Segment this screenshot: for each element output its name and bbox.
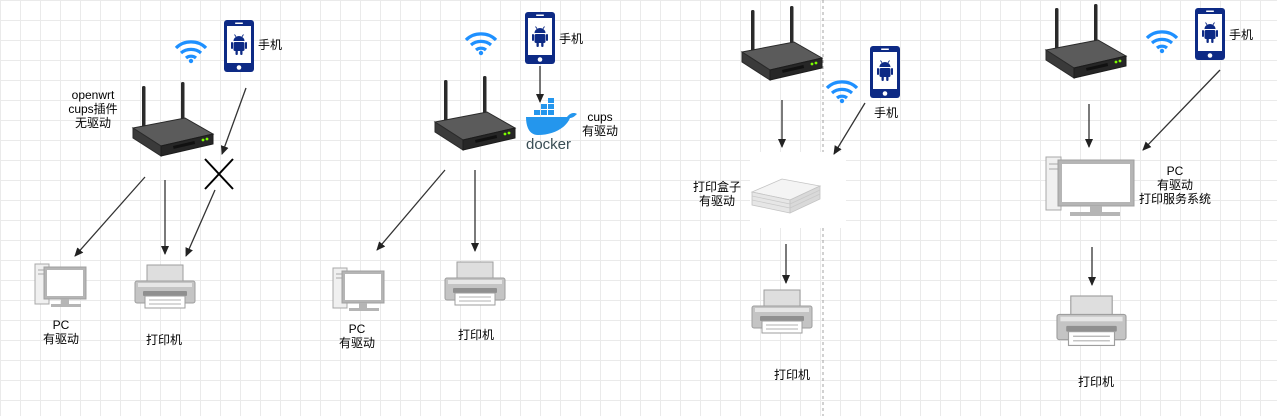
print-box-label-line-2: 有驱动 [698, 194, 735, 208]
printer-icon [1056, 295, 1127, 347]
wifi-icon [825, 80, 859, 105]
arrow-phone-to-pc [1142, 69, 1221, 151]
printer-icon [134, 264, 196, 309]
pc-label-line-1: PC [52, 318, 70, 332]
desktop-pc-icon [34, 263, 87, 308]
router-icon [741, 5, 823, 81]
router-note-line-1: openwrt [71, 88, 115, 102]
blocked-x-icon [204, 158, 234, 190]
desktop-pc-icon [332, 267, 385, 312]
router-icon [132, 81, 214, 157]
printer-label: 打印机 [145, 333, 182, 347]
scenario-1 [34, 19, 255, 309]
print-box-icon [750, 178, 822, 214]
pc-label-line-1: PC [348, 322, 366, 336]
pc-label: PC 有驱动 打印服务系统 [1135, 164, 1215, 206]
desktop-pc-icon [1045, 156, 1135, 216]
router-note-line-2: cups插件 [68, 102, 118, 116]
phone-label: 手机 [258, 38, 283, 52]
printer-icon [751, 289, 813, 334]
wifi-icon [174, 40, 208, 65]
arrow-phone-to-router [220, 87, 247, 155]
arrow-router-to-pc [376, 169, 446, 251]
svg-text:docker: docker [526, 136, 571, 153]
pc-label-line-3: 打印服务系统 [1138, 192, 1211, 206]
print-box-label: 打印盒子 有驱动 [690, 180, 744, 208]
arrow-router-to-pc [74, 176, 146, 257]
router-note-line-3: 无驱动 [74, 116, 111, 130]
printer-label: 打印机 [1077, 375, 1114, 389]
printer-label: 打印机 [457, 328, 494, 342]
pc-label: PC 有驱动 [36, 318, 86, 346]
cups-label-line-2: 有驱动 [581, 124, 618, 138]
printer-icon [444, 261, 506, 306]
scenario-2: docker [332, 11, 577, 312]
scenario-4 [1045, 3, 1226, 347]
router-note: openwrt cups插件 无驱动 [58, 88, 128, 130]
pc-label-line-2: 有驱动 [42, 332, 79, 346]
printer-label: 打印机 [773, 368, 810, 382]
phone-label: 手机 [874, 106, 899, 120]
arrow-phone-to-printer [185, 189, 216, 257]
arrow-phone-to-box [833, 102, 866, 155]
wifi-icon [1145, 30, 1179, 55]
phone-label: 手机 [559, 32, 584, 46]
android-phone-icon [524, 11, 556, 65]
cups-label: cups 有驱动 [580, 110, 620, 138]
cups-label-line-1: cups [587, 110, 613, 124]
router-icon [434, 75, 516, 151]
pc-label-line-2: 有驱动 [1156, 178, 1193, 192]
pc-label-line-1: PC [1166, 164, 1184, 178]
print-box-label-line-1: 打印盒子 [692, 180, 741, 194]
pc-label: PC 有驱动 [332, 322, 382, 350]
android-phone-icon [1194, 7, 1226, 61]
router-icon [1045, 3, 1127, 79]
wifi-icon [464, 32, 498, 57]
scenario-3 [741, 5, 901, 334]
pc-label-line-2: 有驱动 [338, 336, 375, 350]
android-phone-icon [869, 45, 901, 99]
docker-whale-icon: docker [526, 98, 577, 153]
phone-label: 手机 [1229, 28, 1254, 42]
android-phone-icon [223, 19, 255, 73]
